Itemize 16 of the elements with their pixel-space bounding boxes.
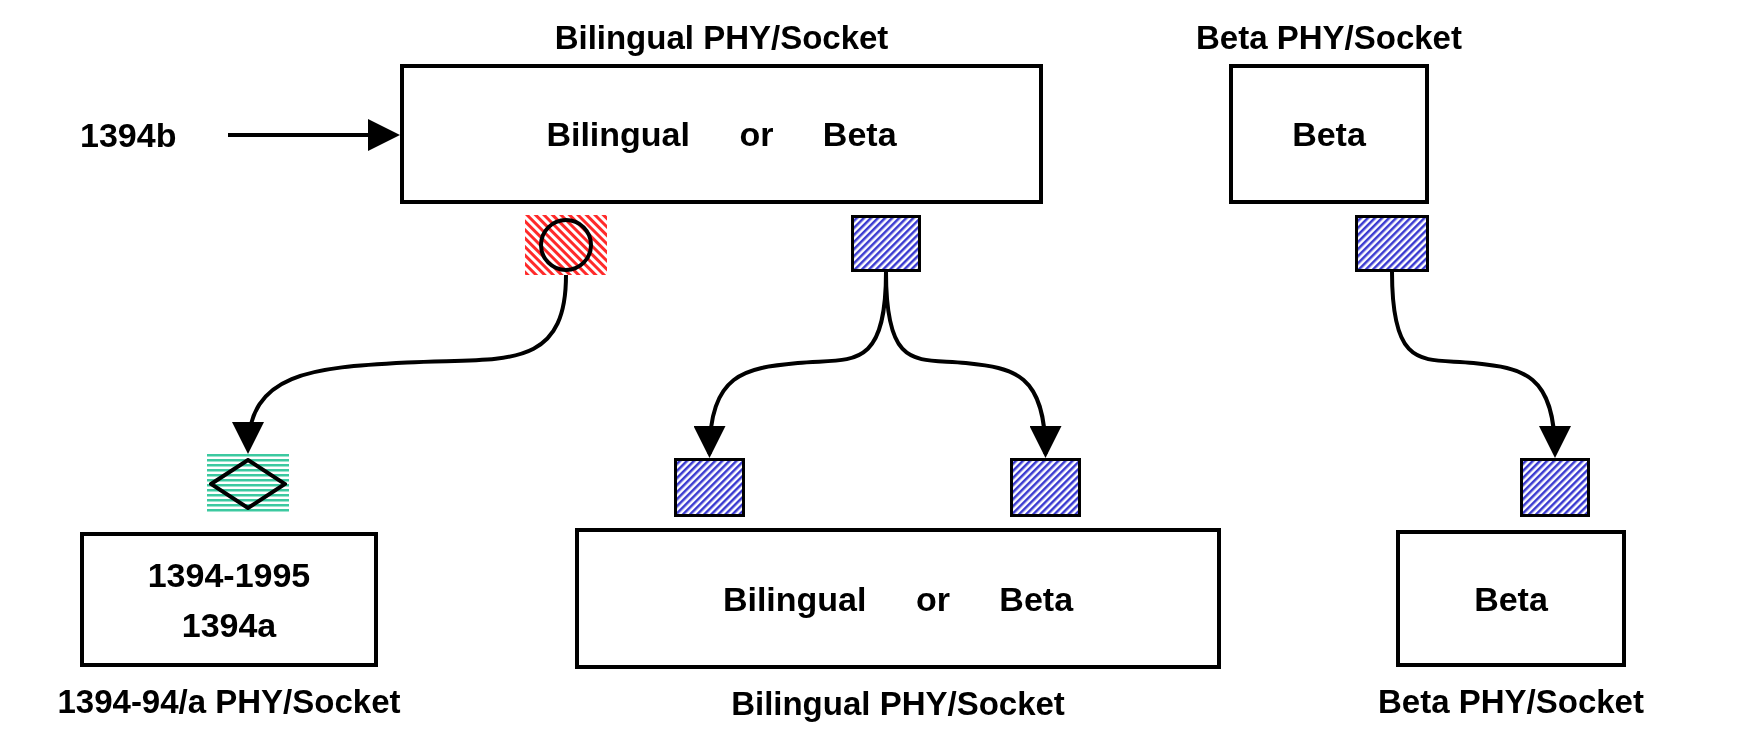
arrow <box>1390 271 1570 458</box>
socket-caption: Bilingual PHY/Socket <box>731 687 1065 720</box>
socket-caption: Beta PHY/Socket <box>1378 685 1644 718</box>
arrow <box>234 274 568 454</box>
input-label: 1394b <box>80 114 177 156</box>
arrow <box>884 271 1061 458</box>
socket-caption: Beta PHY/Socket <box>1196 21 1462 54</box>
socket-caption: 1394-94/a PHY/Socket <box>57 685 401 718</box>
arrow <box>228 119 400 151</box>
socket-type-text: Bilingual or Beta <box>546 117 897 151</box>
socket-type-text: 1394-1995 <box>147 557 311 592</box>
socket-type-text: Bilingual or Beta <box>722 581 1074 616</box>
socket-type-text: Beta <box>1292 117 1366 151</box>
socket-type-text: 1394a <box>181 607 277 642</box>
socket-type-text: Beta <box>1474 581 1548 616</box>
socket-caption: Bilingual PHY/Socket <box>554 21 889 54</box>
